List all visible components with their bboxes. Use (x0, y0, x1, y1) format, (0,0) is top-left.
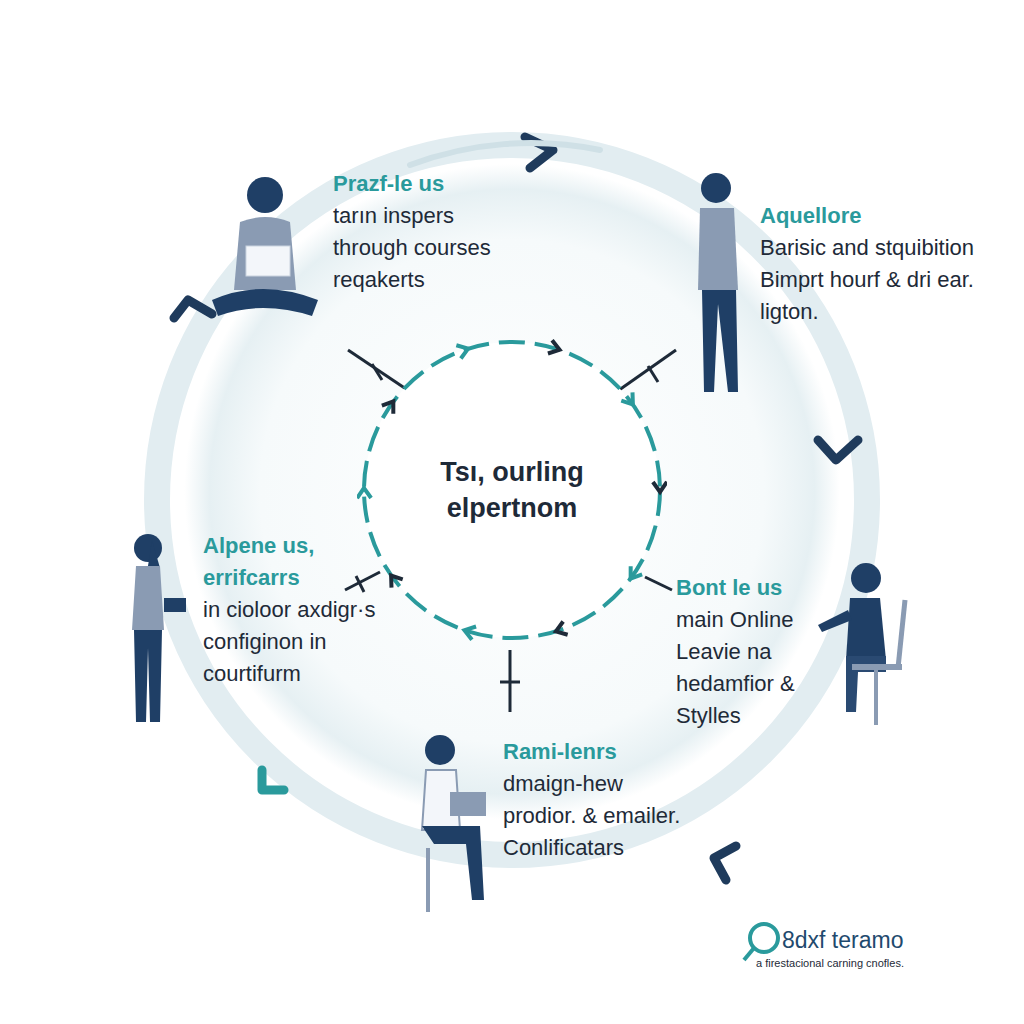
person-tablet (132, 534, 186, 722)
logo-name: 8dxf teramo (782, 924, 1012, 956)
step-heading: Alpene us, errifcarrs (203, 530, 378, 594)
step-text: main Online Leavie na hedamfior & Stylle… (676, 604, 844, 732)
step-heading: Prazf-le us (333, 168, 533, 200)
step-text: in cioloor axdigr·s configinon in courti… (203, 594, 378, 690)
step-heading: Rami-lenrs (503, 736, 723, 768)
step-text: tarın inspers through courses reqakerts (333, 200, 493, 296)
center-circle: Tsı, ourling elpertnom (357, 335, 667, 645)
step-text: Barisic and stquibition Bimprt hourf & d… (760, 232, 975, 328)
center-title: Tsı, ourling elpertnom (402, 454, 622, 526)
person-laptop-stool (422, 735, 486, 912)
step-heading: Bont le us (676, 572, 876, 604)
dashed-circle (357, 335, 667, 645)
ring-arrows (174, 137, 858, 880)
person-chair (818, 563, 905, 725)
person-standing (698, 173, 738, 392)
step-text: dmaign-hew prodior. & emailer. Conlifica… (503, 768, 693, 864)
step-heading: Aquellore (760, 200, 960, 232)
person-laptop-sitting (212, 177, 318, 316)
logo-icon (744, 924, 778, 960)
logo-tagline: a firestacional carning cnofles. (756, 956, 1018, 970)
